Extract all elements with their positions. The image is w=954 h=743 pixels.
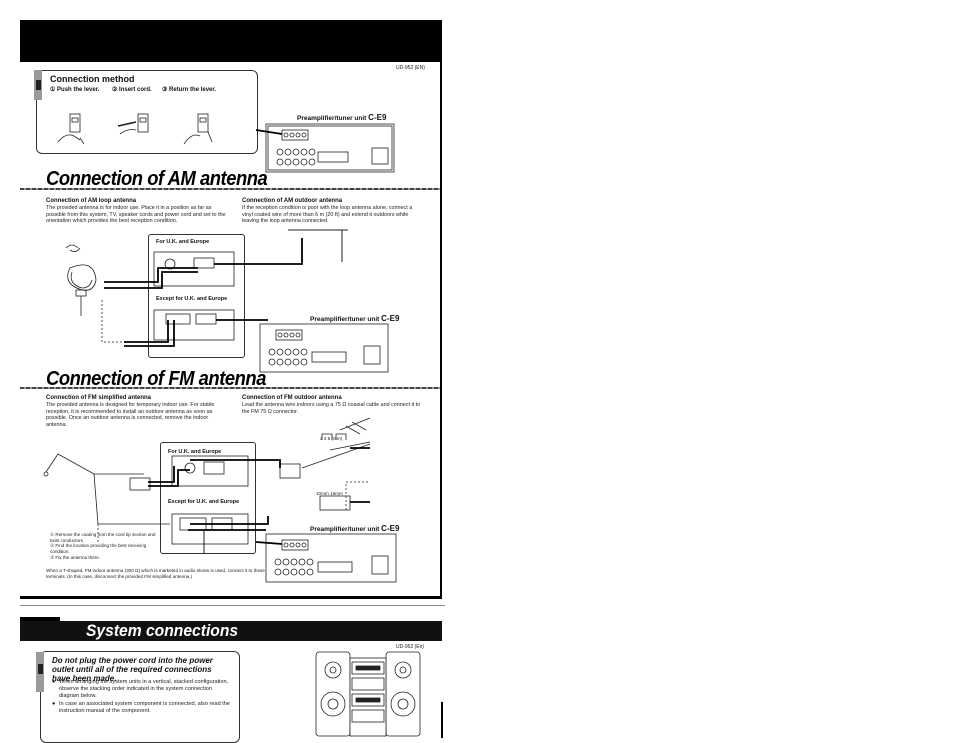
page-edge-bottom bbox=[441, 702, 443, 738]
am-section-rule bbox=[20, 188, 440, 190]
connection-method-title: Connection method bbox=[50, 74, 135, 84]
am-panel-uk-label: For U.K. and Europe bbox=[156, 239, 210, 245]
fm-panel-except-label: Except for U.K. and Europe bbox=[168, 499, 240, 505]
fm-section-rule bbox=[20, 387, 440, 389]
preamp-unit-2 bbox=[259, 323, 389, 373]
fm-dimension-mm: 2 4 5 (mm) bbox=[320, 436, 343, 441]
system-warning-text: Do not plug the power cord into the powe… bbox=[52, 656, 213, 683]
am-outdoor-text: If the reception condition is poor with … bbox=[242, 205, 413, 225]
page-bottom-rule bbox=[20, 596, 442, 599]
system-bullet-2: ●In case an associated system component … bbox=[52, 701, 231, 714]
system-warning-box bbox=[40, 651, 240, 743]
connection-method-box bbox=[36, 70, 258, 154]
page-separator bbox=[20, 605, 445, 606]
preamp-label-1: Preamplifier/tuner unit C-E9 bbox=[297, 113, 387, 122]
am-panel-except-label: Except for U.K. and Europe bbox=[156, 296, 228, 302]
terminal-illustrations bbox=[57, 113, 213, 145]
am-antenna-diagram bbox=[65, 229, 348, 347]
preamp-unit-1 bbox=[255, 123, 395, 173]
fm-panel-uk-label: For U.K. and Europe bbox=[168, 449, 222, 455]
system-bullet-1: ●When arranging the system units in a ve… bbox=[52, 679, 229, 699]
fm-tshape-note: When a T-shaped, FM indoor antenna (300 … bbox=[46, 568, 265, 579]
fm-step-1: ① Remove the coating from the cord tip s… bbox=[50, 532, 156, 543]
am-terminal-panel bbox=[148, 234, 245, 358]
am-loop-heading: Connection of AM loop antenna bbox=[46, 198, 137, 204]
fm-antenna-diagram bbox=[43, 417, 371, 554]
model-code: UD-952 (EN) bbox=[396, 65, 425, 71]
am-section-title: Connection of AM antenna bbox=[46, 168, 268, 190]
stereo-system-illustration bbox=[315, 651, 421, 737]
preamp-label-2: Preamplifier/tuner unit C-E9 bbox=[310, 314, 400, 323]
fm-outdoor-text: Lead the antenna wire indoors using a 75… bbox=[242, 402, 421, 415]
fm-dimension-lengths: 10mm 16mm bbox=[316, 491, 343, 496]
fm-step-3: ③ Fix the antenna there. bbox=[50, 555, 101, 560]
page-corner-mark bbox=[20, 617, 60, 621]
header-bar bbox=[20, 20, 442, 62]
am-loop-text: The provided antenna is for indoor use. … bbox=[46, 205, 226, 225]
step-insert-cord: ② Insert cord. bbox=[112, 87, 152, 93]
step-push-lever: ① Push the lever. bbox=[50, 87, 100, 93]
system-section-title: System connections bbox=[86, 621, 239, 640]
fm-step-2: ② Find the location providing the best r… bbox=[50, 543, 147, 554]
preamp-label-3: Preamplifier/tuner unit C-E9 bbox=[310, 524, 400, 533]
step-return-lever: ③ Return the lever. bbox=[162, 87, 217, 93]
am-outdoor-heading: Connection of AM outdoor antenna bbox=[242, 198, 343, 204]
system-title-band bbox=[20, 621, 442, 641]
model-code-bottom: UD-952 (En) bbox=[396, 644, 425, 650]
side-tab-marker bbox=[36, 80, 41, 90]
preamp-unit-3 bbox=[255, 533, 397, 583]
fm-simple-heading: Connection of FM simplified antenna bbox=[46, 395, 151, 401]
system-side-tab-marker bbox=[38, 664, 43, 674]
fm-section-title: Connection of FM antenna bbox=[46, 368, 266, 390]
page-edge bbox=[440, 20, 442, 598]
fm-simple-text: The provided antenna is designed for tem… bbox=[46, 402, 215, 428]
fm-outdoor-heading: Connection of FM outdoor antenna bbox=[242, 395, 342, 401]
